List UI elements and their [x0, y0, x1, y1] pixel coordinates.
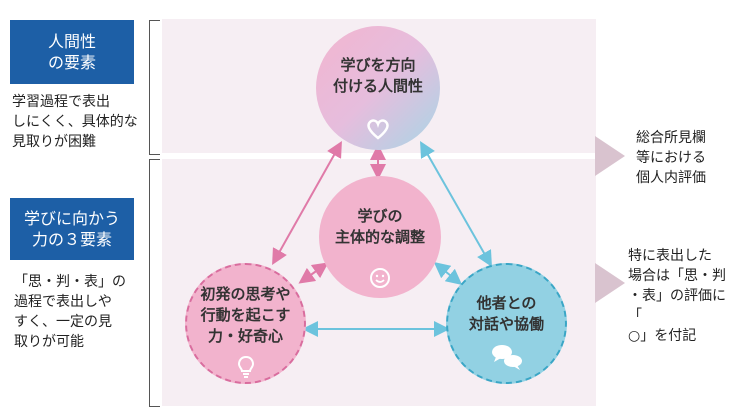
circle-curiosity-line2: 行動を起こす [200, 306, 291, 324]
circle-dialogue-line2: 対話や協働 [468, 314, 544, 333]
arrow-top-right [420, 141, 492, 267]
top-bracket [149, 20, 160, 155]
mark-note-line1: 特に表出した [628, 248, 712, 264]
mark-note-line3: ・表」の評価に「 [628, 288, 726, 324]
three-elements-note-line2: 過程で表出しや [14, 294, 112, 310]
individual-note-line2: 等における [636, 150, 706, 166]
circle-dialogue-line1: 他者との [476, 293, 537, 312]
circle-curiosity: 初発の思考や 行動を起こす 力・好奇心 [185, 263, 306, 384]
humanity-note-line2: しにくく、具体的な [12, 114, 138, 130]
bottom-bracket [149, 159, 160, 407]
circle-humanity-line2: 付ける人間性 [332, 77, 423, 95]
mark-evaluation-note: 特に表出した 場合は「思・判 ・表」の評価に「 ○」を付記 [628, 246, 736, 346]
heart-icon [367, 119, 389, 140]
individual-note-line3: 個人内評価 [636, 170, 706, 186]
mark-note-line4: ○」を付記 [628, 328, 697, 344]
circle-curiosity-line3: 力・好奇心 [207, 327, 283, 345]
three-elements-note-line3: すく、一定の見 [14, 314, 112, 330]
arrow-top-left [272, 141, 342, 265]
three-elements-note-line1: 「思・判・表」の [14, 274, 126, 290]
three-elements-note: 「思・判・表」の 過程で表出しや すく、一定の見 取りが可能 [14, 272, 154, 352]
circle-self-regulation-line2: 主体的な調整 [334, 228, 425, 246]
humanity-box-line1: 人間性 [47, 32, 96, 51]
humanity-element-box: 人間性 の要素 [10, 20, 134, 84]
individual-note-line1: 総合所見欄 [636, 130, 706, 146]
smiley-face-icon [370, 268, 390, 288]
circle-curiosity-line1: 初発の思考や [200, 285, 291, 303]
circle-self-regulation: 学びの 主体的な調整 [319, 176, 441, 298]
speech-bubbles-icon [491, 345, 522, 370]
humanity-note: 学習過程で表出 しにくく、具体的な 見取りが困難 [12, 92, 152, 152]
learning-three-elements-box: 学びに向かう 力の３要素 [10, 198, 134, 260]
circle-dialogue: 他者との 対話や協働 [446, 263, 567, 384]
right-arrow-2 [595, 263, 625, 303]
arrow-middle-left [298, 262, 329, 284]
circle-humanity-line1: 学びを方向 [340, 56, 416, 74]
humanity-note-line1: 学習過程で表出 [12, 94, 110, 110]
right-arrow-1 [595, 136, 625, 176]
humanity-note-line3: 見取りが困難 [12, 134, 96, 150]
mark-note-line2: 場合は「思・判 [628, 268, 726, 284]
three-elements-box-line1: 学びに向かう [23, 209, 120, 228]
lightbulb-icon [237, 355, 254, 378]
individual-evaluation-note: 総合所見欄 等における 個人内評価 [636, 128, 706, 188]
three-elements-note-line4: 取りが可能 [14, 334, 84, 350]
circle-humanity: 学びを方向 付ける人間性 [316, 26, 440, 150]
arrow-middle-right [433, 261, 463, 286]
circle-self-regulation-line1: 学びの [357, 207, 403, 225]
three-elements-box-line2: 力の３要素 [31, 230, 112, 249]
humanity-box-line2: の要素 [47, 53, 96, 72]
